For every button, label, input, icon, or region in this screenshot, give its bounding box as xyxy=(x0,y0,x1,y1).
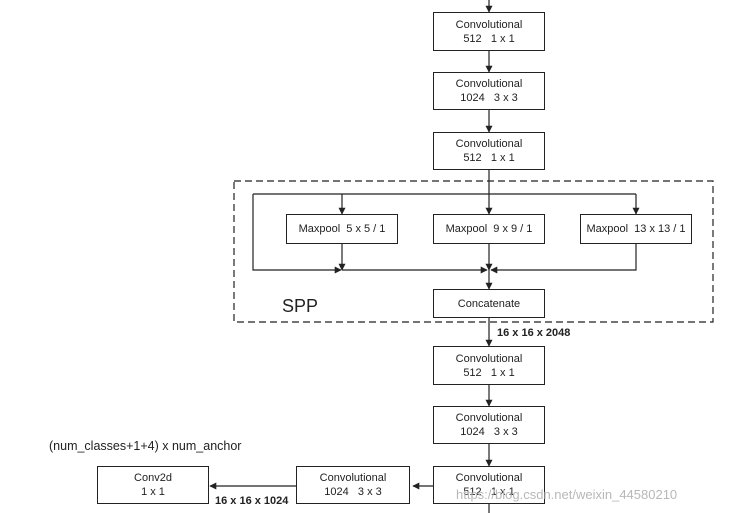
conv-block-6-params: 512 1 x 1 xyxy=(463,486,515,498)
conv-block-1-title: Convolutional xyxy=(455,18,523,31)
conv-block-5-title: Convolutional xyxy=(455,412,523,424)
maxpool-9-block: Maxpool 9 x 9 / 1 xyxy=(433,214,545,244)
conv-block-3: Convolutional 512 1 x 1 xyxy=(433,132,545,170)
maxpool-13-label: Maxpool 13 x 13 / 1 xyxy=(586,223,686,235)
conv-block-6: Convolutional 512 1 x 1 xyxy=(433,466,545,504)
concat-output-shape-label: 16 x 16 x 2048 xyxy=(497,327,571,339)
conv2d-params: 1 x 1 xyxy=(141,486,165,498)
conv-block-2: Convolutional 1024 3 x 3 xyxy=(433,72,545,110)
conv-block-7-params: 1024 3 x 3 xyxy=(324,486,382,498)
conv-block-7: Convolutional 1024 3 x 3 xyxy=(296,466,410,504)
spp-group-label: SPP xyxy=(282,296,319,316)
watermark: https://blog.csdn.net/weixin_44580210 xyxy=(456,487,678,502)
conv-block-7-title: Convolutional xyxy=(319,472,387,484)
conv2d-block: Conv2d 1 x 1 xyxy=(97,466,209,504)
spp-group-border xyxy=(233,180,714,323)
concatenate-label: Concatenate xyxy=(457,297,521,310)
branch-output-shape-label: 16 x 16 x 1024 xyxy=(215,495,289,507)
conv-block-3-title: Convolutional xyxy=(455,138,523,150)
output-channels-formula: (num_classes+1+4) x num_anchor xyxy=(49,439,242,453)
conv-block-1: Convolutional 512 1 x 1 xyxy=(433,12,545,51)
conv-block-5: Convolutional 1024 3 x 3 xyxy=(433,406,545,444)
conv2d-title: Conv2d xyxy=(134,472,172,484)
maxpool-5-label: Maxpool 5 x 5 / 1 xyxy=(298,223,386,235)
concatenate-block: Concatenate xyxy=(433,289,545,318)
conv-block-4-params: 512 1 x 1 xyxy=(463,366,515,379)
wire-identity-branch xyxy=(252,194,342,274)
conv-block-6-title: Convolutional xyxy=(455,472,523,484)
conv-block-4-title: Convolutional xyxy=(455,352,523,365)
maxpool-9-label: Maxpool 9 x 9 / 1 xyxy=(445,223,533,235)
wire-merge-right xyxy=(490,244,637,274)
maxpool-5-block: Maxpool 5 x 5 / 1 xyxy=(286,214,398,244)
conv-block-2-title: Convolutional xyxy=(455,78,523,90)
conv-block-1-params: 512 1 x 1 xyxy=(463,32,515,45)
conv-block-5-params: 1024 3 x 3 xyxy=(460,426,518,438)
conv-block-2-params: 1024 3 x 3 xyxy=(460,92,518,104)
conv-block-3-params: 512 1 x 1 xyxy=(463,152,515,164)
conv-block-4: Convolutional 512 1 x 1 xyxy=(433,346,545,385)
maxpool-13-block: Maxpool 13 x 13 / 1 xyxy=(580,214,692,244)
